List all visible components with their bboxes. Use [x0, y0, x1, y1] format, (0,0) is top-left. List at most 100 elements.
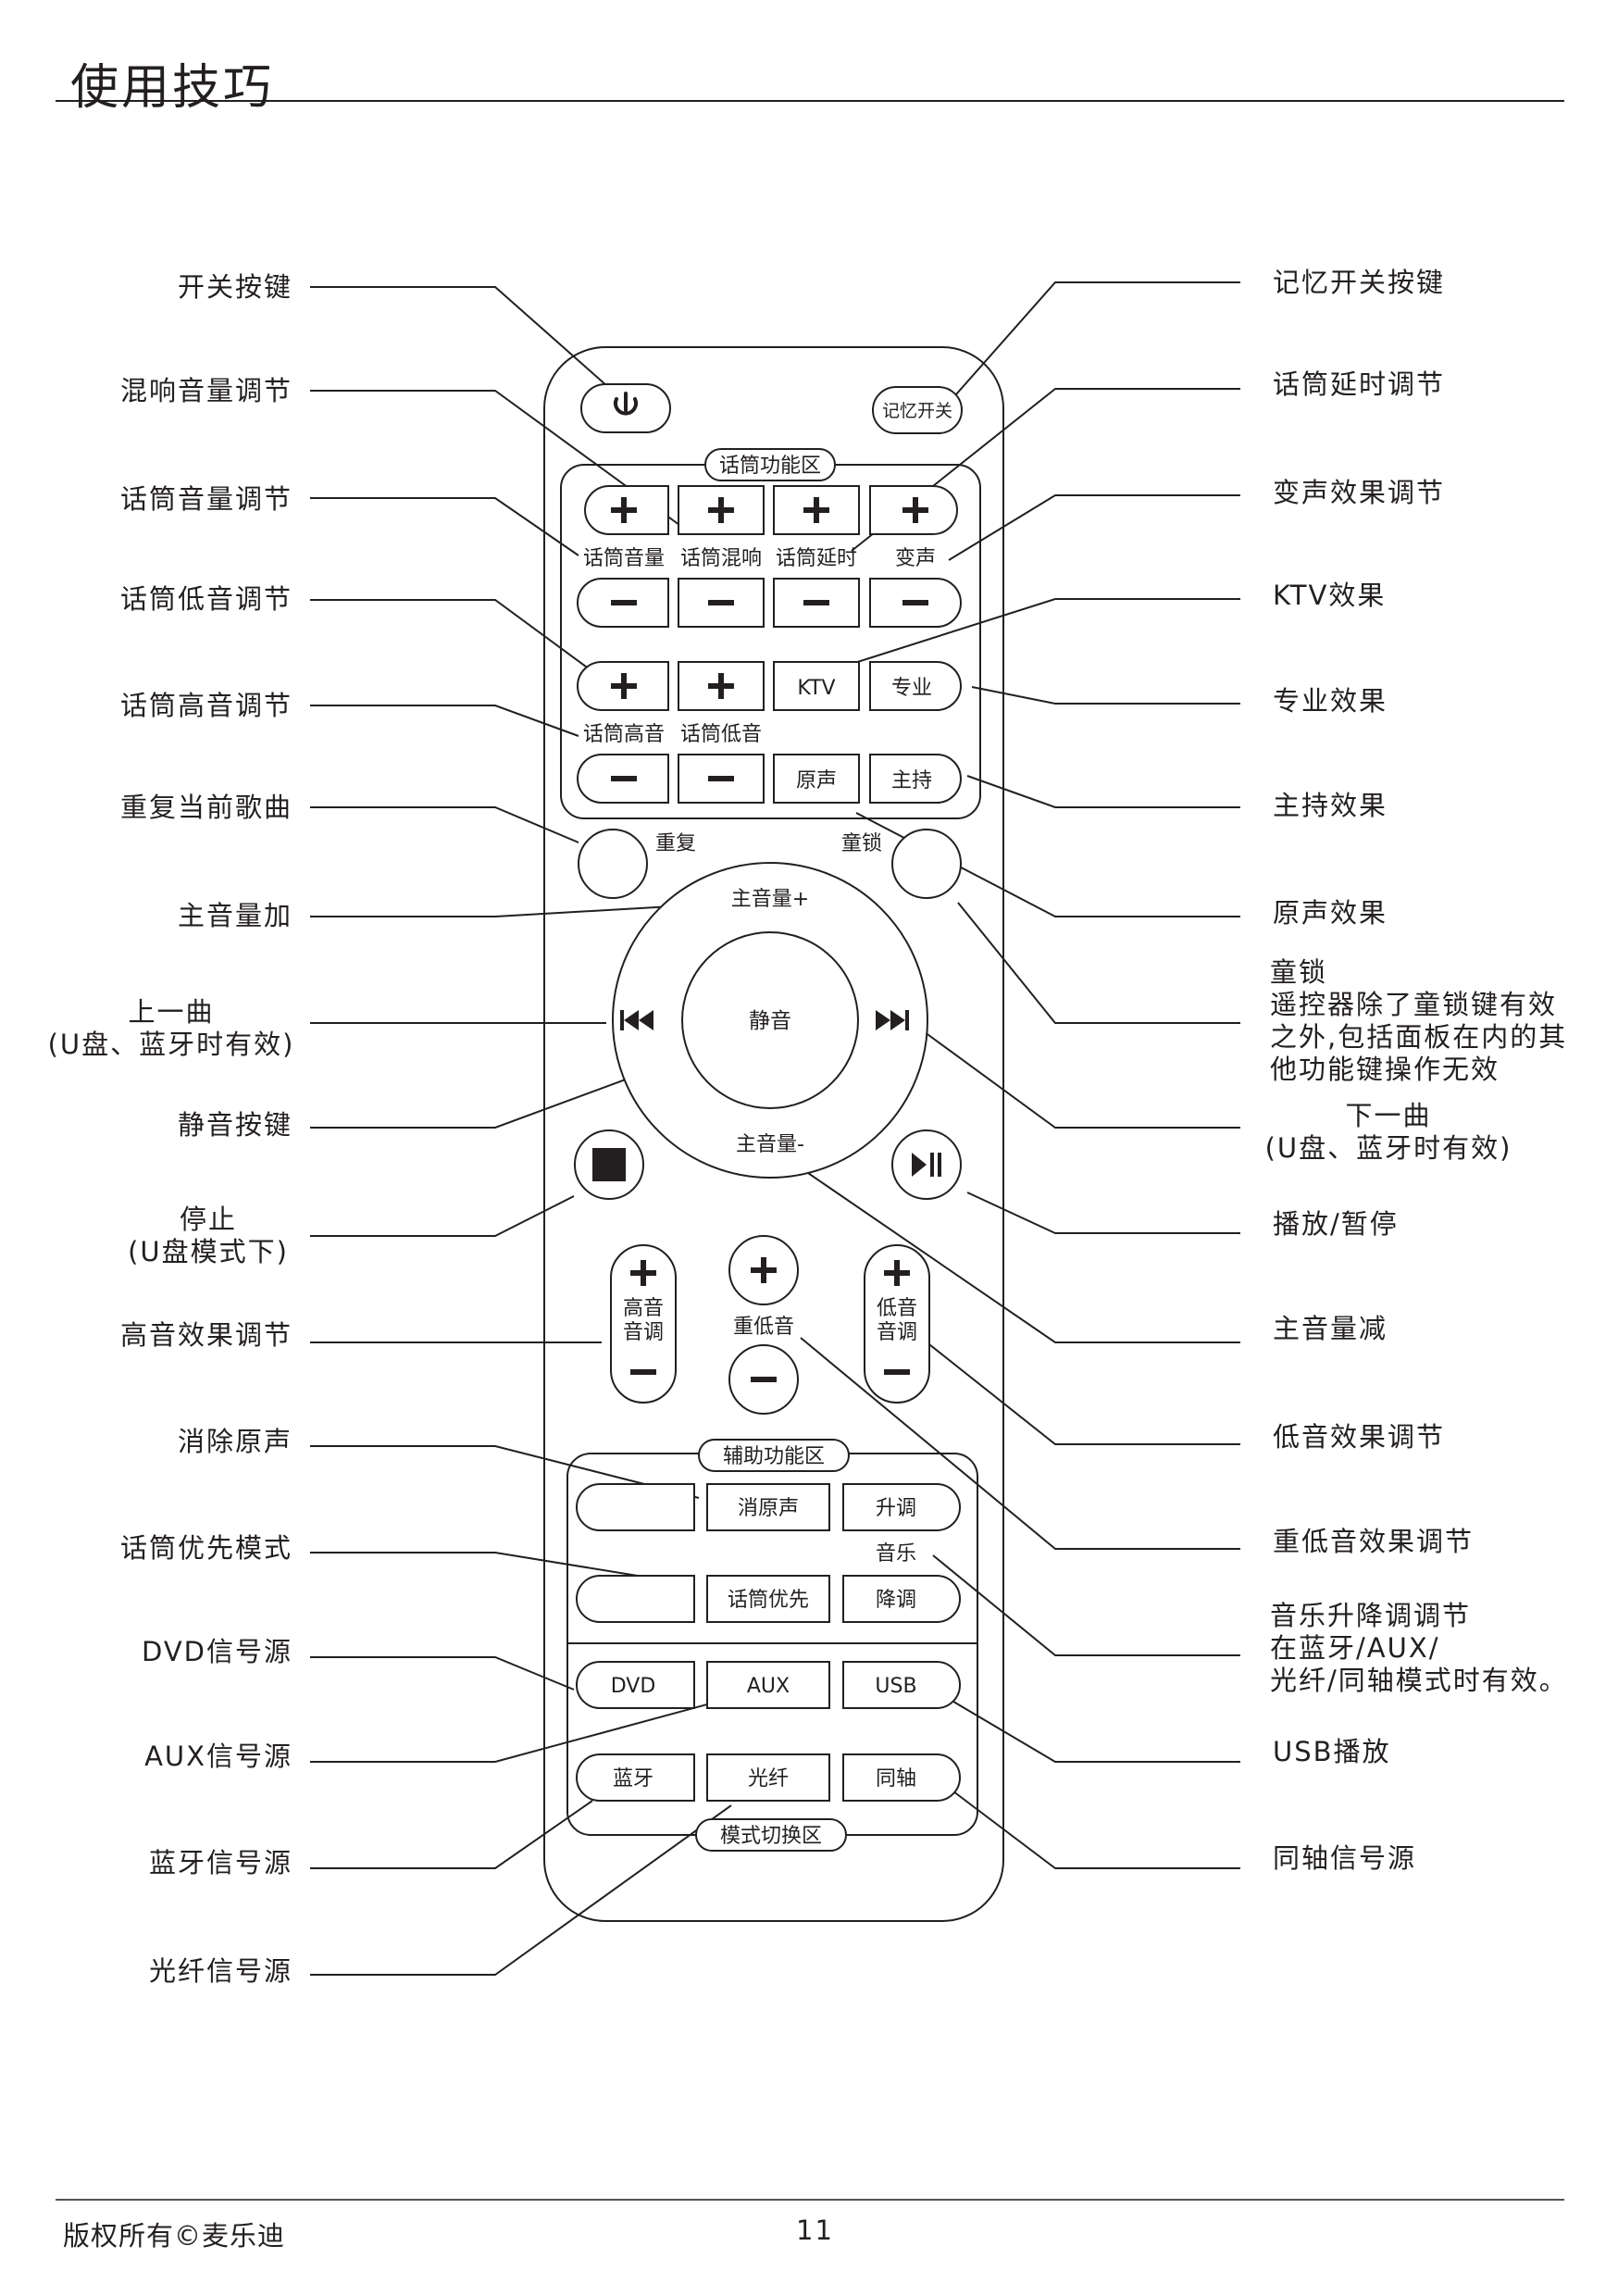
original-button	[773, 754, 860, 804]
mic-bass-plus	[678, 661, 765, 711]
aux-row1[interactable]: 消原声 升调	[576, 1483, 961, 1531]
bluetooth-button	[576, 1753, 695, 1802]
callout-play-pause: 播放/暂停	[1273, 1208, 1399, 1240]
mic-volume-label: 话筒音量	[583, 547, 665, 570]
callout-aux-source: AUX信号源	[144, 1741, 292, 1772]
callout-ktv: KTV效果	[1273, 580, 1387, 611]
aux-button	[706, 1661, 830, 1709]
callout-host: 主持效果	[1273, 790, 1388, 821]
mode-zone-title: 模式切换区	[695, 1818, 847, 1852]
callout-mic-volume: 话筒音量调节	[119, 483, 292, 515]
svg-text:同轴: 同轴	[876, 1767, 916, 1791]
footer-rule	[56, 2199, 1564, 2201]
subwoofer-buttons[interactable]: 重低音	[728, 1235, 799, 1415]
svg-text:低音: 低音	[877, 1297, 917, 1320]
ktv-button	[773, 661, 860, 711]
svg-text:升调: 升调	[876, 1497, 916, 1520]
child-lock-label: 童锁	[841, 832, 882, 855]
original-label: 原声	[796, 769, 837, 792]
copyright-text: 版权所有©麦乐迪	[63, 2220, 286, 2252]
callout-previous: 上一曲(U盘、蓝牙时有效)	[47, 996, 295, 1060]
bass-rocker[interactable]: 低音 音调	[864, 1244, 930, 1404]
header-rule	[56, 100, 1564, 102]
mic-treble-label: 话筒高音	[583, 723, 665, 746]
callout-music-key: 音乐升降调调节 在蓝牙/AUX/ 光纤/同轴模式时有效。	[1270, 1600, 1568, 1696]
callout-reverb-volume: 混响音量调节	[119, 375, 292, 406]
host-button	[869, 754, 962, 804]
play-pause-icon	[912, 1153, 941, 1177]
memory-switch-button[interactable]: 记忆开关	[872, 386, 963, 434]
svg-text:蓝牙: 蓝牙	[613, 1767, 653, 1791]
svg-text:辅助功能区: 辅助功能区	[723, 1445, 825, 1468]
usb-button	[842, 1661, 961, 1709]
leader-lines	[310, 281, 1240, 1976]
mic-zone-title: 话筒功能区	[704, 448, 836, 481]
repeat-button[interactable]	[578, 829, 648, 899]
volume-up-label: 主音量+	[731, 888, 809, 911]
treble-rocker[interactable]: 高音 音调	[610, 1244, 677, 1404]
svg-text:光纤: 光纤	[748, 1767, 789, 1791]
svg-text:USB: USB	[875, 1675, 916, 1698]
svg-text:音调: 音调	[623, 1321, 664, 1344]
callout-usb-play: USB播放	[1273, 1736, 1391, 1767]
callout-voice-change: 变声效果调节	[1273, 477, 1446, 508]
page-number: 11	[796, 2215, 834, 2246]
mute-label: 静音	[749, 1009, 791, 1033]
mic-row1-minus-buttons[interactable]	[577, 578, 962, 628]
pro-button	[869, 661, 962, 711]
page-title: 使用技巧	[70, 60, 275, 116]
aux-row2[interactable]: 话筒优先 降调	[576, 1575, 961, 1623]
stop-icon	[592, 1148, 626, 1181]
pro-label: 专业	[891, 677, 932, 700]
vocal-cancel-button	[706, 1483, 830, 1531]
mute-button[interactable]	[681, 931, 859, 1109]
volume-down-label: 主音量-	[736, 1133, 804, 1156]
svg-text:消原声: 消原声	[738, 1497, 799, 1520]
child-lock-button[interactable]	[891, 829, 962, 899]
callout-mute: 静音按键	[177, 1109, 292, 1141]
svg-text:模式切换区: 模式切换区	[720, 1825, 822, 1848]
power-button[interactable]	[580, 383, 671, 433]
source-row2[interactable]: 蓝牙 光纤 同轴	[576, 1753, 961, 1802]
svg-text:AUX: AUX	[747, 1675, 790, 1698]
callout-original: 原声效果	[1273, 897, 1388, 929]
key-down-button	[842, 1575, 961, 1623]
svg-text:高音: 高音	[623, 1297, 664, 1320]
ktv-label: KTV	[797, 677, 835, 700]
callout-next: 下一曲(U盘、蓝牙时有效)	[1264, 1100, 1512, 1164]
power-icon	[614, 397, 638, 416]
callout-mic-priority: 话筒优先模式	[119, 1532, 292, 1564]
callout-mic-delay: 话筒延时调节	[1273, 368, 1446, 400]
memory-switch-label: 记忆开关	[882, 401, 952, 421]
callout-coax-source: 同轴信号源	[1273, 1842, 1417, 1874]
svg-text:音调: 音调	[877, 1321, 917, 1344]
callout-subwoofer-effect: 重低音效果调节	[1273, 1526, 1475, 1557]
callout-vocal-cancel: 消除原声	[177, 1426, 292, 1457]
callout-volume-down: 主音量减	[1273, 1313, 1388, 1344]
previous-icon	[620, 1010, 653, 1030]
svg-text:话筒优先: 话筒优先	[728, 1589, 809, 1612]
callout-power: 开关按键	[177, 271, 292, 303]
mic-row1-plus-buttons[interactable]	[584, 485, 958, 535]
remote-body	[543, 346, 1004, 1922]
callout-pro: 专业效果	[1273, 685, 1388, 717]
source-row1[interactable]: DVD AUX USB	[576, 1661, 961, 1709]
mic-row2-buttons[interactable]: KTV 专业	[577, 661, 962, 711]
svg-text:DVD: DVD	[611, 1675, 656, 1698]
svg-text:重低音: 重低音	[733, 1316, 794, 1339]
coax-button	[842, 1753, 961, 1802]
optical-button	[706, 1753, 830, 1802]
callout-bluetooth-source: 蓝牙信号源	[148, 1847, 292, 1878]
callout-bass-effect: 低音效果调节	[1273, 1421, 1446, 1453]
voice-change-label: 变声	[895, 547, 936, 570]
mic-priority-button	[706, 1575, 830, 1623]
callout-dvd-source: DVD信号源	[142, 1636, 292, 1667]
mic-delay-label: 话筒延时	[776, 547, 857, 570]
callout-memory-switch: 记忆开关按键	[1273, 267, 1446, 298]
callout-optical-source: 光纤信号源	[148, 1955, 292, 1987]
music-label: 音乐	[876, 1542, 916, 1566]
repeat-label: 重复	[655, 832, 696, 855]
callout-treble-effect: 高音效果调节	[119, 1319, 292, 1351]
mic-row2-minus-buttons[interactable]: 原声 主持	[577, 754, 962, 804]
